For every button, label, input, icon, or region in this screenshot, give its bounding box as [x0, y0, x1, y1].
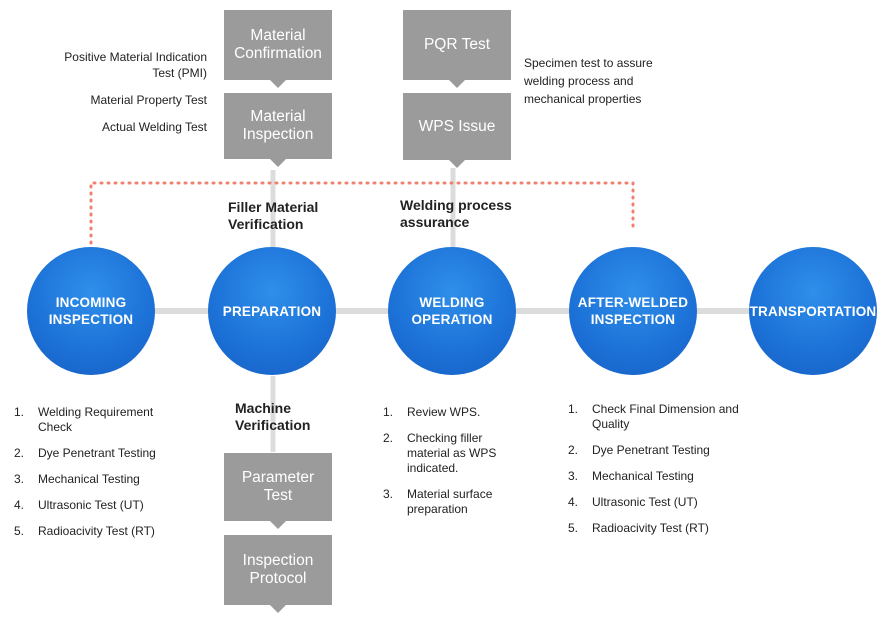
note-material-property: Material Property Test: [90, 93, 208, 107]
list-item: 2.Dye Penetrant Testing: [14, 446, 156, 460]
list-item: 3.Material surface preparation: [383, 487, 493, 516]
label-filler-material: Filler Material Verification: [228, 199, 319, 232]
list-item: 1.Welding Requirement Check: [14, 405, 154, 434]
list-item: 5.Radioacivity Test (RT): [14, 524, 155, 538]
list-item: 3.Mechanical Testing: [14, 472, 140, 486]
material-confirmation-box: Material Confirmation: [224, 10, 332, 80]
label-welding-process: Welding process assurance: [400, 197, 512, 230]
after-welded-inspection-list: 1.Check Final Dimension and Quality 2.Dy…: [568, 402, 758, 547]
wps-issue-box: WPS Issue: [403, 93, 511, 160]
list-item: 1.Review WPS.: [383, 405, 481, 419]
note-pmi: Positive Material Indication Test (PMI): [64, 50, 207, 80]
list-item: 1.Check Final Dimension and Quality: [568, 402, 739, 431]
list-item: 2.Checking filler material as WPS indica…: [383, 431, 497, 475]
inspection-protocol-box: Inspection Protocol: [224, 535, 332, 605]
list-item: 4.Ultrasonic Test (UT): [14, 498, 144, 512]
material-inspection-box: Material Inspection: [224, 93, 332, 159]
pqr-test-box: PQR Test: [403, 10, 511, 80]
note-actual-welding: Actual Welding Test: [102, 120, 207, 134]
stage-after-welded-inspection: AFTER-WELDED INSPECTION: [569, 247, 697, 375]
dotted-bracket: [89, 181, 635, 252]
list-item: 4.Ultrasonic Test (UT): [568, 495, 698, 509]
stage-transportation: TRANSPORTATION: [749, 247, 877, 375]
incoming-inspection-list: 1.Welding Requirement Check 2.Dye Penetr…: [14, 405, 174, 550]
note-specimen-test: Specimen test to assure welding process …: [524, 56, 653, 106]
list-item: 3.Mechanical Testing: [568, 469, 694, 483]
stage-incoming-inspection: INCOMING INSPECTION: [27, 247, 155, 375]
list-item: 2.Dye Penetrant Testing: [568, 443, 710, 457]
stage-preparation: PREPARATION: [208, 247, 336, 375]
parameter-test-box: Parameter Test: [224, 453, 332, 521]
list-item: 5.Radioacivity Test (RT): [568, 521, 709, 535]
label-machine-verification: Machine Verification: [235, 400, 311, 433]
welding-operation-list: 1.Review WPS. 2.Checking filler material…: [383, 405, 513, 528]
stage-welding-operation: WELDING OPERATION: [388, 247, 516, 375]
